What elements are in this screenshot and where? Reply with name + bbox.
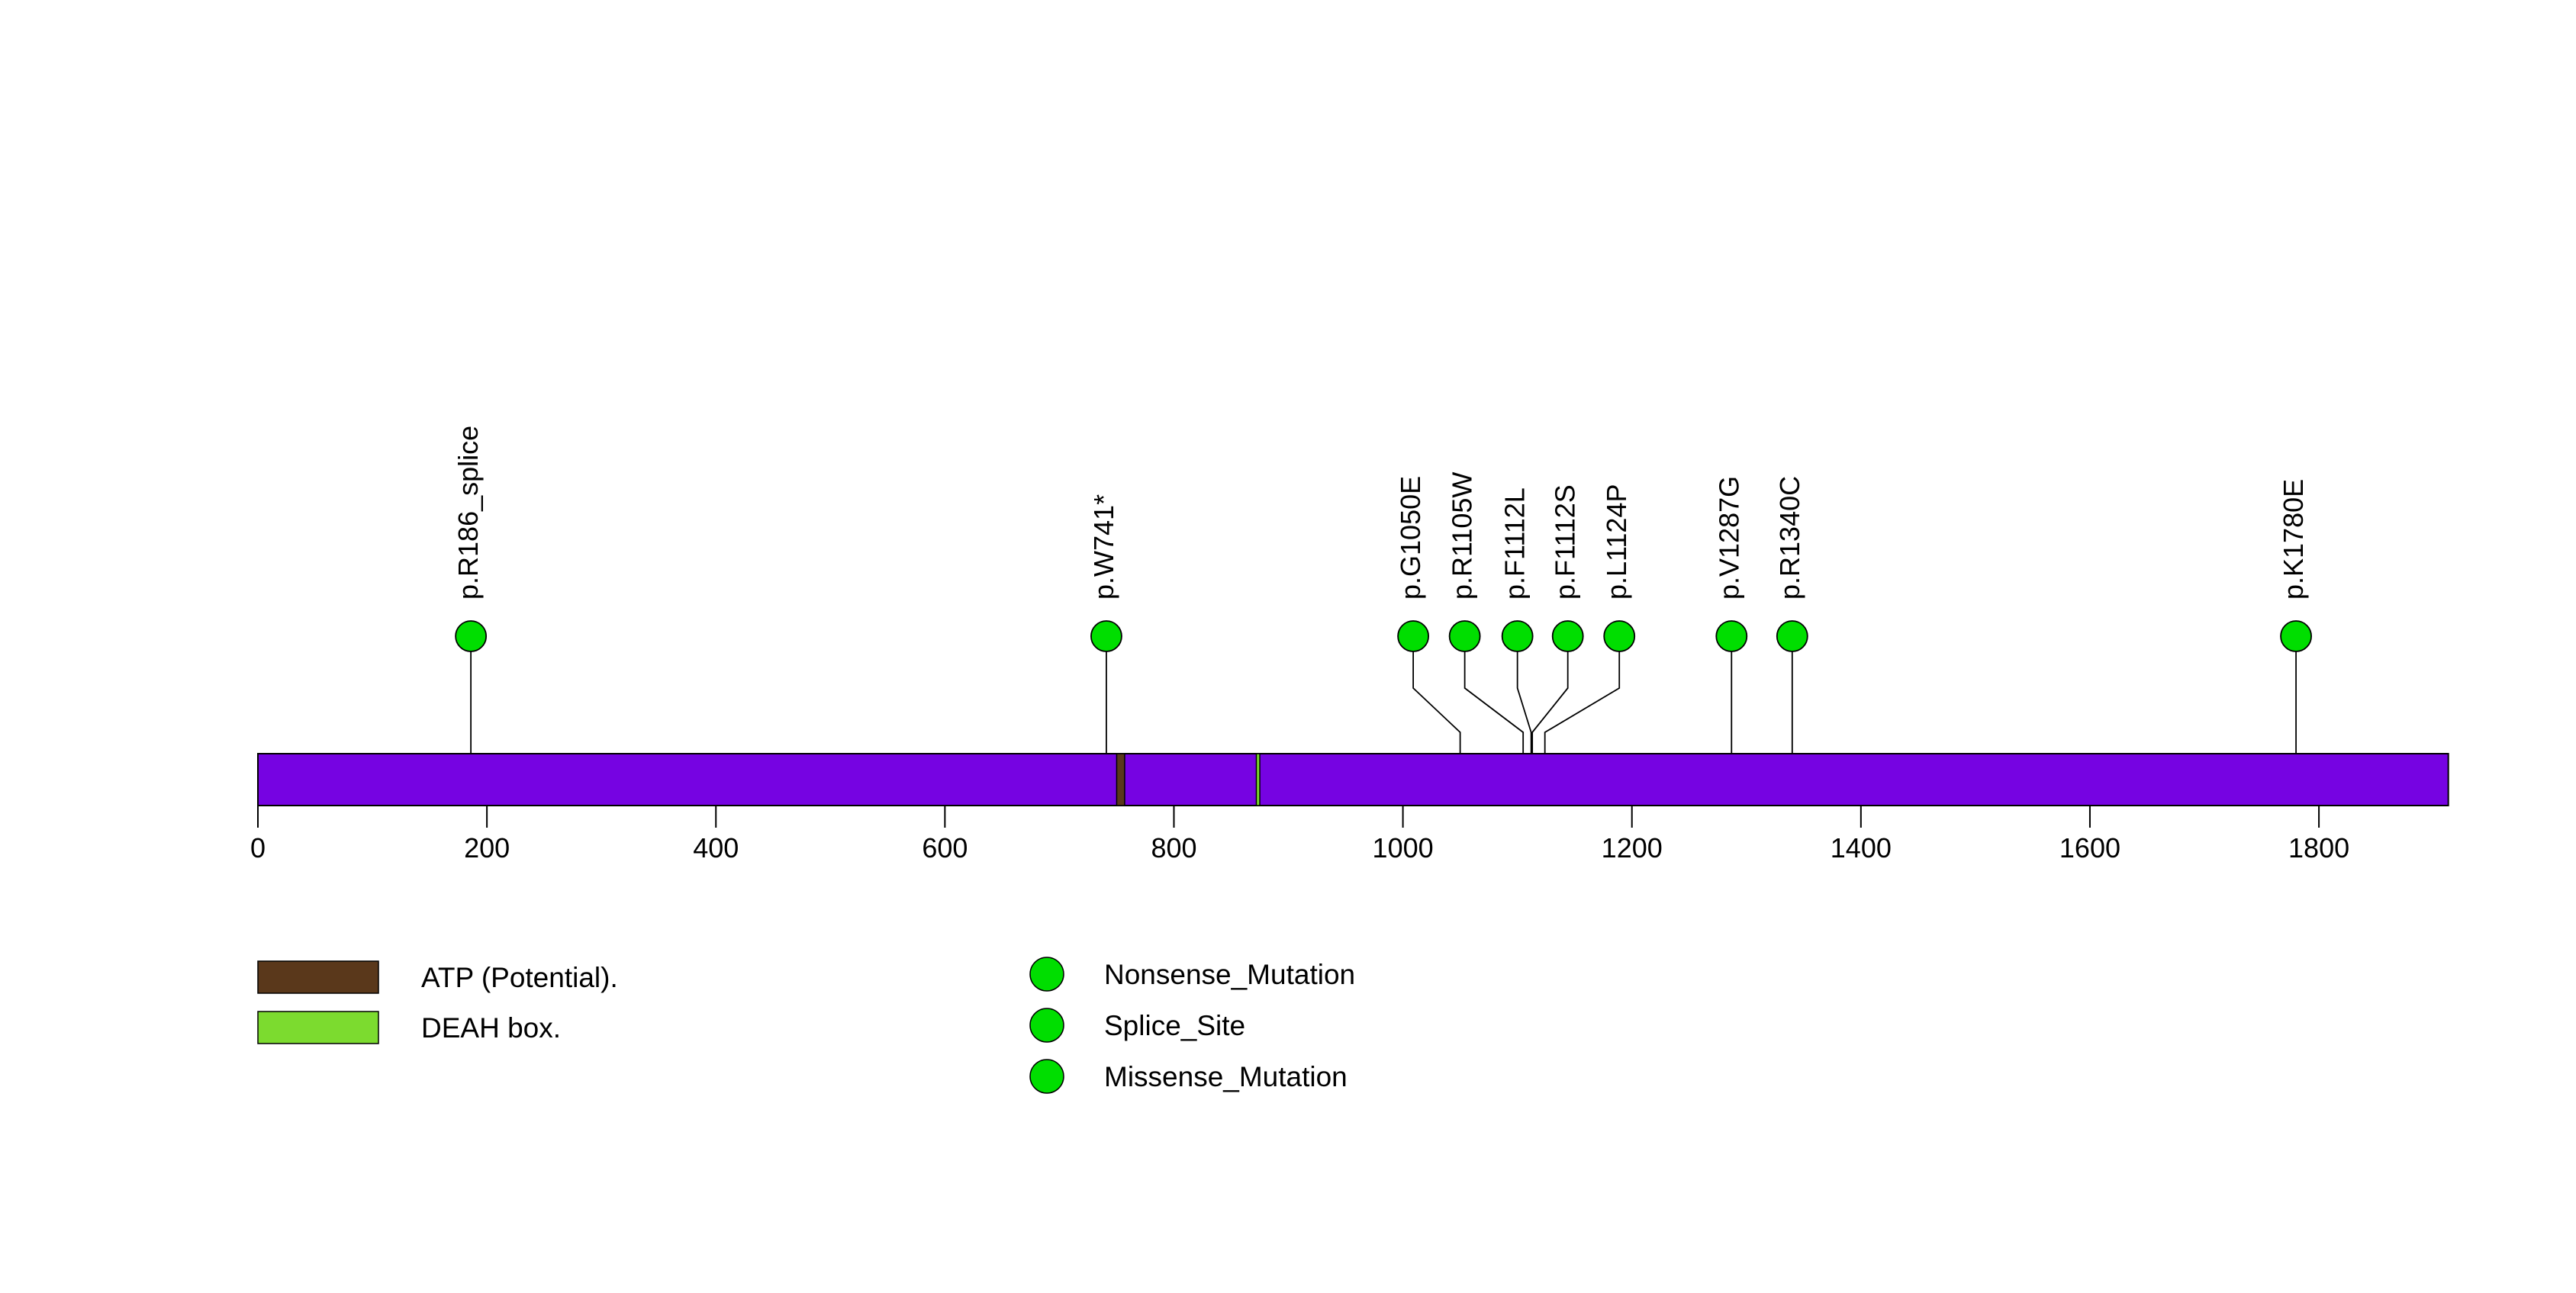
mutation-label: p.K1780E (2278, 479, 2309, 600)
axis-tick-label: 0 (250, 832, 266, 864)
axis-tick-label: 200 (464, 832, 510, 864)
legend-mutation-circle (1029, 957, 1064, 992)
legend-mutation-label: Missense_Mutation (1104, 1061, 1348, 1092)
legend-mutation-label: Splice_Site (1104, 1010, 1245, 1041)
mutation-circle (455, 620, 488, 652)
mutation-label: p.R1340C (1774, 476, 1805, 600)
mutation-circle (2280, 620, 2312, 652)
axis-tick-label: 600 (922, 832, 968, 864)
mutation-circle (1776, 620, 1808, 652)
domain-block-1 (1255, 753, 1261, 806)
legend-mutation-types: Nonsense_MutationSplice_SiteMissense_Mut… (1029, 957, 1355, 1094)
axis-tick-label: 1000 (1373, 832, 1434, 864)
axis-tick-label: 400 (693, 832, 739, 864)
legend-domain-label: DEAH box. (421, 1012, 561, 1044)
protein-bar (257, 753, 2449, 806)
mutation-circle (1551, 620, 1584, 652)
mutation-circle (1603, 620, 1636, 652)
legend-mutation-circle (1029, 1008, 1064, 1043)
axis-tick-label: 1200 (1602, 832, 1663, 864)
mutation-label: p.R186_splice (452, 426, 484, 600)
axis-tick-label: 800 (1151, 832, 1196, 864)
mutation-circle (1090, 620, 1122, 652)
mutation-circle (1715, 620, 1748, 652)
mutation-heads: p.R186_splice p.W741* p.G1050E p.R1105W p.F1… (452, 426, 2312, 652)
domain-block-0 (1116, 753, 1125, 806)
legend-mutation-label: Nonsense_Mutation (1104, 959, 1355, 990)
x-axis: 0 200 400 600 800 1000 1200 1400 1600 1800 (250, 806, 2349, 864)
mutation-label: p.V1287G (1713, 476, 1744, 600)
mutation-circle (1501, 620, 1534, 652)
legend-mutation-circle (1029, 1059, 1064, 1094)
legend-domain-label: ATP (Potential). (421, 962, 618, 993)
mutation-circle (1397, 620, 1430, 652)
mutation-label: p.W741* (1088, 494, 1119, 600)
mutation-label: p.F1112S (1550, 484, 1581, 600)
mutation-circle (1448, 620, 1481, 652)
mutation-label: p.G1050E (1395, 476, 1426, 600)
legend-domain-swatch (257, 1011, 379, 1044)
mutation-label: p.F1112L (1499, 487, 1531, 600)
axis-tick-label: 1800 (2288, 832, 2349, 864)
legend-domains: ATP (Potential). DEAH box. (257, 960, 618, 1044)
legend-domain-swatch (257, 960, 379, 994)
axis-tick-label: 1400 (1831, 832, 1892, 864)
axis-tick-label: 1600 (2059, 832, 2120, 864)
mutation-label: p.L1124P (1601, 484, 1632, 600)
mutation-label: p.R1105W (1447, 472, 1478, 600)
